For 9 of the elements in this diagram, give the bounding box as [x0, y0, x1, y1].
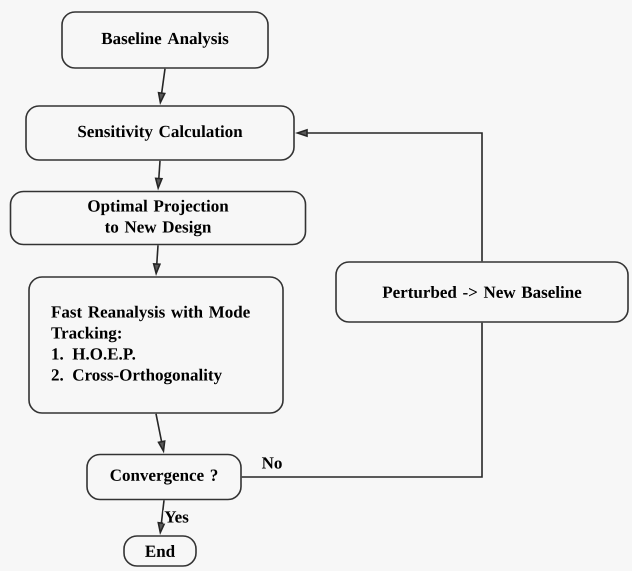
edge-label: No — [260, 456, 284, 470]
process-box: Fast Reanalysis with Mode Tracking: 1. H.O.E.P. 2. Cross-Orthogonality — [28, 276, 284, 414]
process-box: End — [123, 535, 197, 567]
process-box: Sensitivity Calculation — [25, 105, 295, 161]
process-box: Perturbed -> New Baseline — [335, 261, 629, 323]
process-box: Convergence ? — [86, 454, 242, 500]
process-box: Optimal Projection to New Design — [10, 190, 306, 246]
process-box: Baseline Analysis — [61, 11, 269, 69]
edge-label: Yes — [163, 510, 190, 524]
